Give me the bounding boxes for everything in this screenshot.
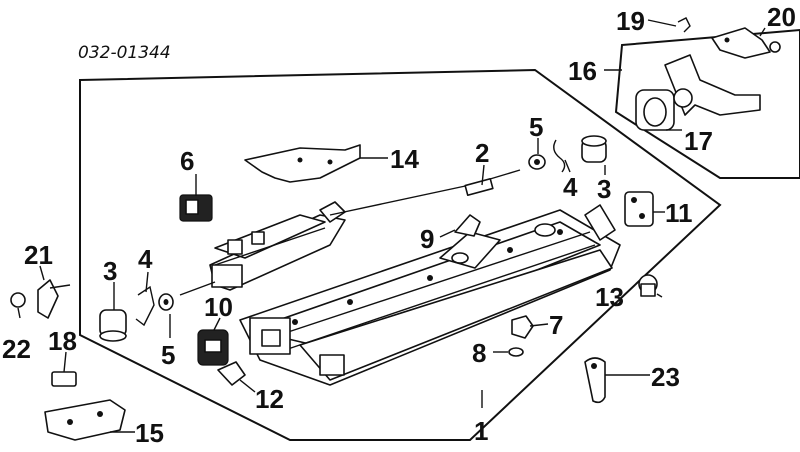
callout-5-lower: 5: [161, 340, 175, 370]
callout-8: 8: [472, 338, 486, 368]
callout-15: 15: [135, 418, 164, 448]
leader-lines: [17, 19, 766, 433]
clip-12: [217, 361, 246, 386]
callout-5-upper: 5: [529, 112, 543, 142]
bushing-3-upper: [581, 135, 607, 163]
bolt-13: [638, 274, 658, 297]
bracket-15: [44, 399, 126, 441]
motor-bracket-17: [635, 54, 761, 131]
callout-18: 18: [48, 326, 77, 356]
callout-17: 17: [684, 126, 713, 156]
inset-assembly-frame: [614, 28, 800, 179]
callout-2: 2: [475, 138, 489, 168]
spring-clip-4-lower: [135, 285, 155, 327]
washer-8: [508, 347, 524, 357]
callout-3-lower: 3: [103, 256, 117, 286]
callout-16: 16: [568, 56, 597, 86]
callout-12: 12: [255, 384, 284, 414]
main-assembly-frame: [79, 68, 722, 441]
clip-9: [454, 214, 481, 237]
upper-slide-rail: [179, 169, 521, 296]
bracket-20: [711, 27, 781, 59]
callout-7: 7: [549, 310, 563, 340]
cap-22: [10, 292, 26, 308]
nut-7: [511, 315, 534, 339]
bracket-14: [244, 144, 361, 183]
clip-6: [179, 194, 213, 222]
callout-4-upper: 4: [563, 172, 578, 202]
callout-19: 19: [616, 6, 645, 36]
clip-19: [677, 17, 691, 33]
callout-11: 11: [665, 198, 693, 228]
callout-1: 1: [474, 416, 488, 446]
callout-22: 22: [2, 334, 31, 364]
callout-23: 23: [651, 362, 680, 392]
callout-13: 13: [595, 282, 624, 312]
callout-4-lower: 4: [138, 244, 153, 274]
callout-10: 10: [204, 292, 233, 322]
part-code-label: 032-01344: [78, 43, 171, 63]
callout-21: 21: [24, 240, 53, 270]
clip-18: [51, 371, 77, 387]
callout-3-upper: 3: [597, 174, 611, 204]
handle-10: [197, 329, 229, 366]
seat-rail-assembly: [239, 204, 621, 386]
bushing-3-lower: [99, 309, 127, 342]
callout-6: 6: [180, 146, 194, 176]
bracket-11: [624, 191, 654, 227]
bracket-23: [584, 357, 606, 404]
lever-21: [37, 279, 71, 319]
callout-9: 9: [420, 224, 434, 254]
callout-20: 20: [767, 2, 796, 32]
callout-14: 14: [390, 144, 419, 174]
spring-clip-4-upper: [553, 139, 566, 173]
